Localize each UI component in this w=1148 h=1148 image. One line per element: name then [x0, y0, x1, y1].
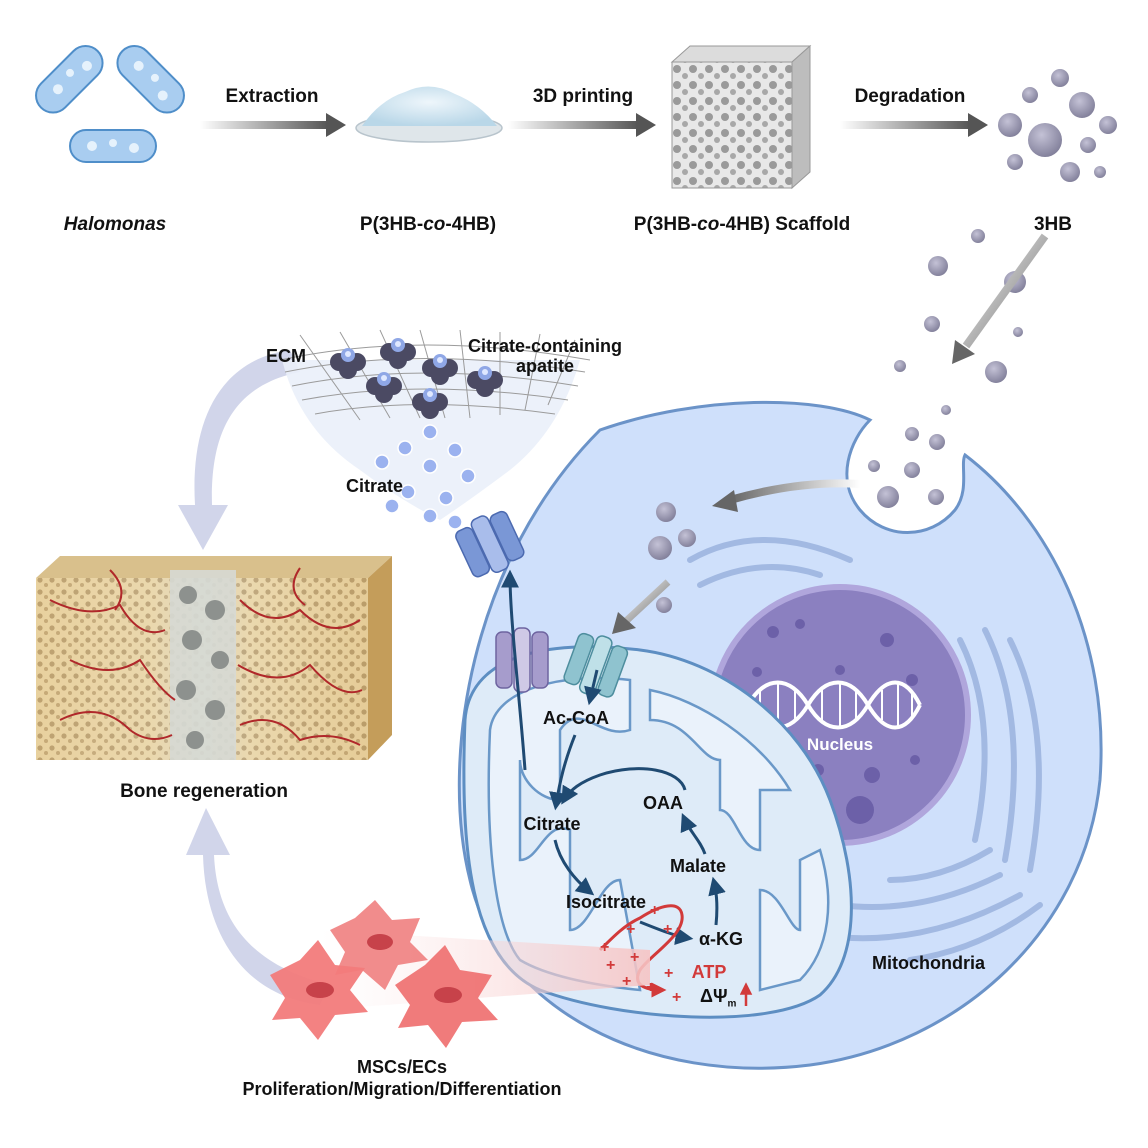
proton-plus: + [626, 921, 636, 938]
tca-arrows [501, 569, 726, 945]
proton-plus: + [646, 979, 656, 996]
halomonas-bacteria-icon [35, 45, 185, 163]
porous-scaffold-icon [670, 44, 812, 190]
flow-arrow-ecm-to-bone [178, 350, 300, 550]
proton-plus: + [672, 989, 682, 1006]
proton-plus: + [650, 902, 660, 919]
label-polymer: P(3HB-co-4HB) [359, 214, 497, 235]
degradation-arrow [840, 113, 988, 137]
bone-graft-column [170, 570, 236, 760]
label-3hb: 3HB [1033, 214, 1073, 235]
label-3d-printing: 3D printing [532, 86, 634, 107]
label-bone-regeneration: Bone regeneration [120, 781, 288, 802]
uptake-arrow [952, 233, 1049, 364]
stem-cells-icon [270, 900, 498, 1048]
hydroxybutyrate-particles-icon [998, 69, 1117, 182]
label-isocitrate: Isocitrate [565, 892, 647, 912]
label-scaffold: P(3HB-co-4HB) Scaffold [633, 214, 851, 235]
internalization-arrow [712, 479, 861, 512]
label-mitochondria: Mitochondria [872, 953, 985, 973]
proton-plus: + [606, 957, 616, 974]
label-tca-citrate: Citrate [523, 814, 581, 834]
label-ac-coa: Ac-CoA [543, 708, 609, 728]
blood-vessels [49, 567, 363, 746]
ecm-panel [279, 329, 591, 530]
label-oaa: OAA [643, 793, 683, 813]
proton-plus: + [622, 973, 632, 990]
label-ecm: ECM [266, 346, 306, 366]
label-cell-processes: Proliferation/Migration/Differentiation [242, 1079, 562, 1099]
extraction-arrow [200, 113, 346, 137]
polymer-powder-icon [355, 86, 503, 143]
citrate-molecules [374, 424, 476, 530]
label-nucleus: Nucleus [806, 735, 874, 754]
label-atp: ATP [691, 962, 727, 982]
label-membrane-potential: ΔΨm [700, 986, 737, 1010]
mito-3hb-transporter [563, 632, 629, 698]
label-malate: Malate [669, 856, 727, 876]
apatite-clusters [330, 338, 503, 419]
mito-entry-arrow [612, 579, 671, 634]
proton-plus: + [600, 939, 610, 956]
label-apatite-line1: Citrate-containing [467, 336, 623, 356]
label-alpha-kg: α-KG [698, 929, 744, 949]
label-degradation: Degradation [854, 86, 966, 107]
label-extraction: Extraction [225, 86, 319, 107]
label-ecm-citrate: Citrate [346, 476, 404, 496]
falling-particles [894, 229, 1026, 415]
proton-plus: + [630, 949, 640, 966]
label-msc-ec: MSCs/ECs [356, 1057, 448, 1077]
bone-block [36, 556, 392, 760]
endoplasmic-reticulum [687, 537, 1043, 963]
label-halomonas: Halomonas [63, 214, 167, 235]
label-apatite-line2: apatite [515, 356, 575, 376]
proton-plus: + [663, 921, 673, 938]
printing-arrow [508, 113, 656, 137]
proton-plus: + [664, 965, 674, 982]
mito-citrate-carrier [495, 627, 549, 693]
endocytic-particles [648, 427, 945, 613]
